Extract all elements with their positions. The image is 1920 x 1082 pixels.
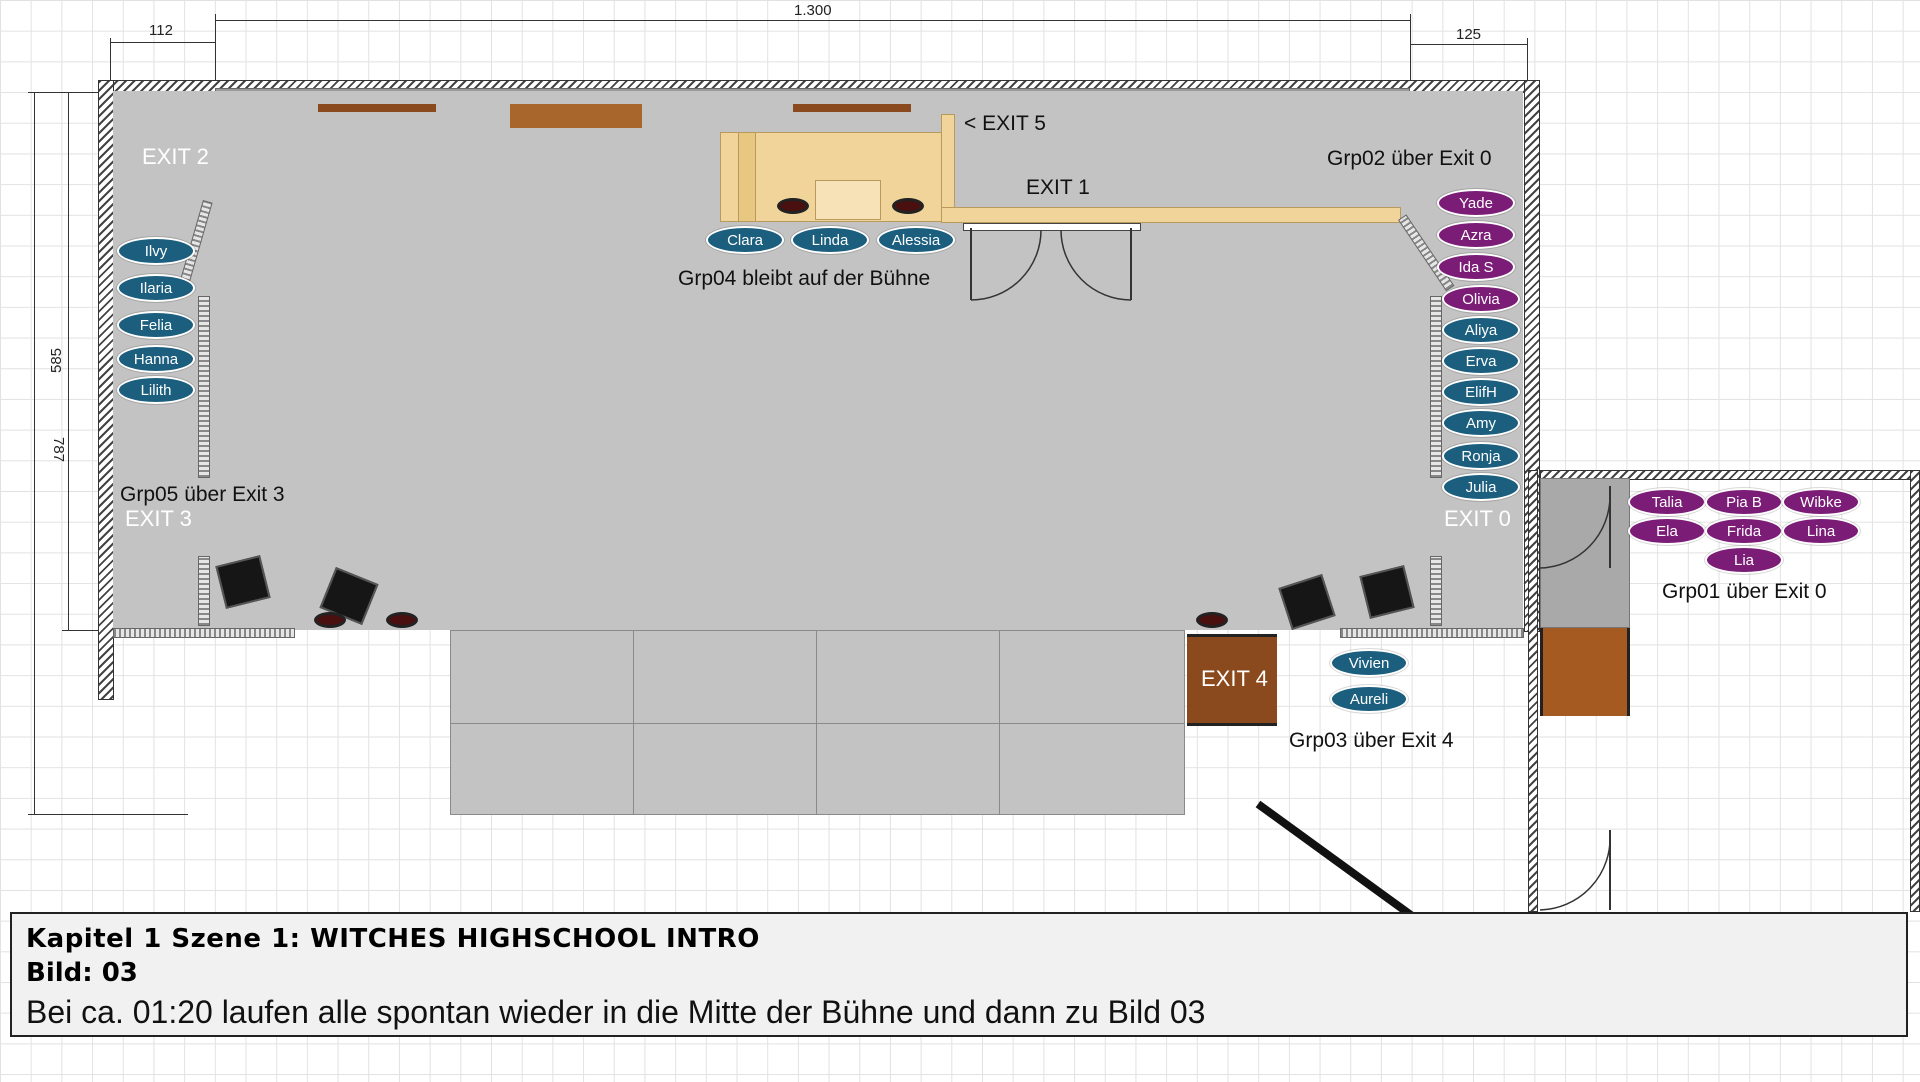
- counter-rail: [941, 207, 1401, 223]
- caption-title: Kapitel 1 Szene 1: WITCHES HIGHSCHOOL IN…: [26, 924, 760, 954]
- performer-ida-s: Ida S: [1437, 253, 1515, 281]
- speaker-counter-right: [892, 198, 924, 214]
- dim-left-inner: 585: [48, 347, 66, 374]
- platform-6: [633, 723, 817, 815]
- scene-caption: Kapitel 1 Szene 1: WITCHES HIGHSCHOOL IN…: [10, 912, 1908, 1037]
- dim-vert-inner-bottom: [62, 630, 118, 631]
- dim-vert-inner-line: [68, 92, 69, 630]
- performer-ela: Ela: [1628, 517, 1706, 545]
- flat-left-lower: [198, 296, 210, 478]
- performer-amy: Amy: [1442, 409, 1520, 437]
- dim-top-right: 125: [1456, 26, 1482, 43]
- speaker-front-left-1: [314, 612, 346, 628]
- performer-ilaria: Ilaria: [117, 274, 195, 302]
- exit5-label: < EXIT 5: [964, 112, 1046, 135]
- platform-5: [450, 723, 634, 815]
- speaker-counter-left: [777, 198, 809, 214]
- exit2-label: EXIT 2: [142, 144, 209, 169]
- side-room-wall-right: [1910, 470, 1920, 912]
- performer-hanna: Hanna: [117, 345, 195, 373]
- performer-julia: Julia: [1442, 473, 1520, 501]
- door-exit1-swing: [970, 228, 1132, 301]
- performer-aureli: Aureli: [1330, 685, 1408, 713]
- side-room-door-top: [1539, 486, 1611, 569]
- front-rail-left: [113, 628, 295, 638]
- platform-3: [816, 630, 1000, 724]
- performer-pia-b: Pia B: [1705, 488, 1783, 516]
- performer-elifh: ElifH: [1442, 378, 1520, 406]
- side-room-wall-left: [1528, 470, 1538, 912]
- flat-right-bottom: [1430, 556, 1442, 626]
- side-room-floor: [1540, 478, 1630, 628]
- door-exit1-frame: [963, 223, 1141, 231]
- platform-7: [816, 723, 1000, 815]
- wall-left: [98, 80, 114, 700]
- performer-felia: Felia: [117, 311, 195, 339]
- dim-left-outer: 787: [50, 436, 68, 463]
- front-rail-right: [1340, 628, 1524, 638]
- grp02-label: Grp02 über Exit 0: [1327, 147, 1492, 170]
- exit4-label: EXIT 4: [1201, 666, 1268, 691]
- dim-top-left: 112: [149, 22, 173, 39]
- caption-description: Bei ca. 01:20 laufen alle spontan wieder…: [26, 994, 1206, 1030]
- performer-linda: Linda: [791, 226, 869, 254]
- grp01-label: Grp01 über Exit 0: [1662, 580, 1827, 603]
- performer-yade: Yade: [1437, 189, 1515, 217]
- dim-vert-outer-bottom: [28, 814, 188, 815]
- performer-azra: Azra: [1437, 221, 1515, 249]
- dim-vert-outer-line: [34, 92, 35, 814]
- top-table: [510, 104, 642, 128]
- dim-right-tick: [1527, 38, 1528, 86]
- dim-right-line: [1410, 44, 1528, 45]
- performer-wibke: Wibke: [1782, 488, 1860, 516]
- dim-left-line: [110, 42, 215, 43]
- dim-left-tick: [110, 38, 111, 86]
- performer-lia: Lia: [1705, 546, 1783, 574]
- side-room-door-bottom: [1539, 830, 1611, 911]
- performer-lilith: Lilith: [117, 376, 195, 404]
- performer-alessia: Alessia: [877, 226, 955, 254]
- platform-1: [450, 630, 634, 724]
- flat-left-bottom: [198, 556, 210, 626]
- dim-top-line: [215, 20, 1410, 21]
- top-bench-right: [793, 104, 911, 112]
- exit1-label: EXIT 1: [1026, 176, 1090, 199]
- performer-olivia: Olivia: [1442, 285, 1520, 313]
- speaker-front-right: [1196, 612, 1228, 628]
- dim-top-tick-left: [215, 14, 216, 84]
- counter-divider: [738, 132, 756, 222]
- caption-bild: Bild: 03: [26, 958, 138, 988]
- performer-vivien: Vivien: [1330, 649, 1408, 677]
- side-room-cabinet: [1540, 628, 1630, 716]
- performer-erva: Erva: [1442, 347, 1520, 375]
- grp04-label: Grp04 bleibt auf der Bühne: [678, 267, 931, 290]
- performer-ronja: Ronja: [1442, 442, 1520, 470]
- grp03-label: Grp03 über Exit 4: [1289, 729, 1454, 752]
- dim-top-total: 1.300: [794, 2, 832, 19]
- top-bench-left: [318, 104, 436, 112]
- exit0-label: EXIT 0: [1444, 506, 1511, 531]
- exit3-label: EXIT 3: [125, 506, 192, 531]
- flat-right-lower: [1430, 296, 1442, 478]
- dim-top-tick-right: [1410, 14, 1411, 84]
- platform-2: [633, 630, 817, 724]
- performer-frida: Frida: [1705, 517, 1783, 545]
- performer-talia: Talia: [1628, 488, 1706, 516]
- performer-lina: Lina: [1782, 517, 1860, 545]
- side-room-wall-top: [1540, 470, 1920, 480]
- platform-4: [999, 630, 1185, 724]
- counter-column: [941, 114, 955, 222]
- platform-8: [999, 723, 1185, 815]
- speaker-front-left-2: [386, 612, 418, 628]
- exit4-door: [1187, 634, 1277, 726]
- counter-screen: [815, 180, 881, 220]
- grp05-label: Grp05 über Exit 3: [120, 483, 285, 506]
- diagonal-beam: [1255, 800, 1427, 928]
- performer-clara: Clara: [706, 226, 784, 254]
- performer-aliya: Aliya: [1442, 316, 1520, 344]
- performer-ilvy: Ilvy: [117, 237, 195, 265]
